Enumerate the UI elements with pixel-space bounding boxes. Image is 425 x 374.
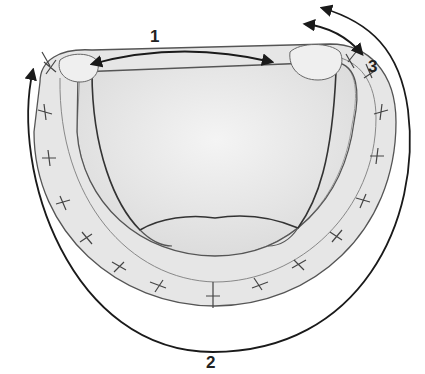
measurement-arrows [28, 8, 410, 352]
leaflet-line [92, 72, 336, 230]
leaflet-line [140, 228, 298, 246]
callout-number: 3 [368, 58, 377, 75]
commissure-post [59, 54, 98, 82]
arrow-1 [92, 51, 272, 64]
sewing-ring [34, 44, 396, 306]
ring-rim [60, 56, 376, 282]
callout-number: 2 [206, 354, 215, 371]
arrow-3 [305, 24, 362, 54]
commissure-post [290, 45, 342, 81]
sutures [38, 52, 388, 308]
callout-number: 1 [150, 28, 159, 45]
arrow-2 [28, 8, 410, 352]
